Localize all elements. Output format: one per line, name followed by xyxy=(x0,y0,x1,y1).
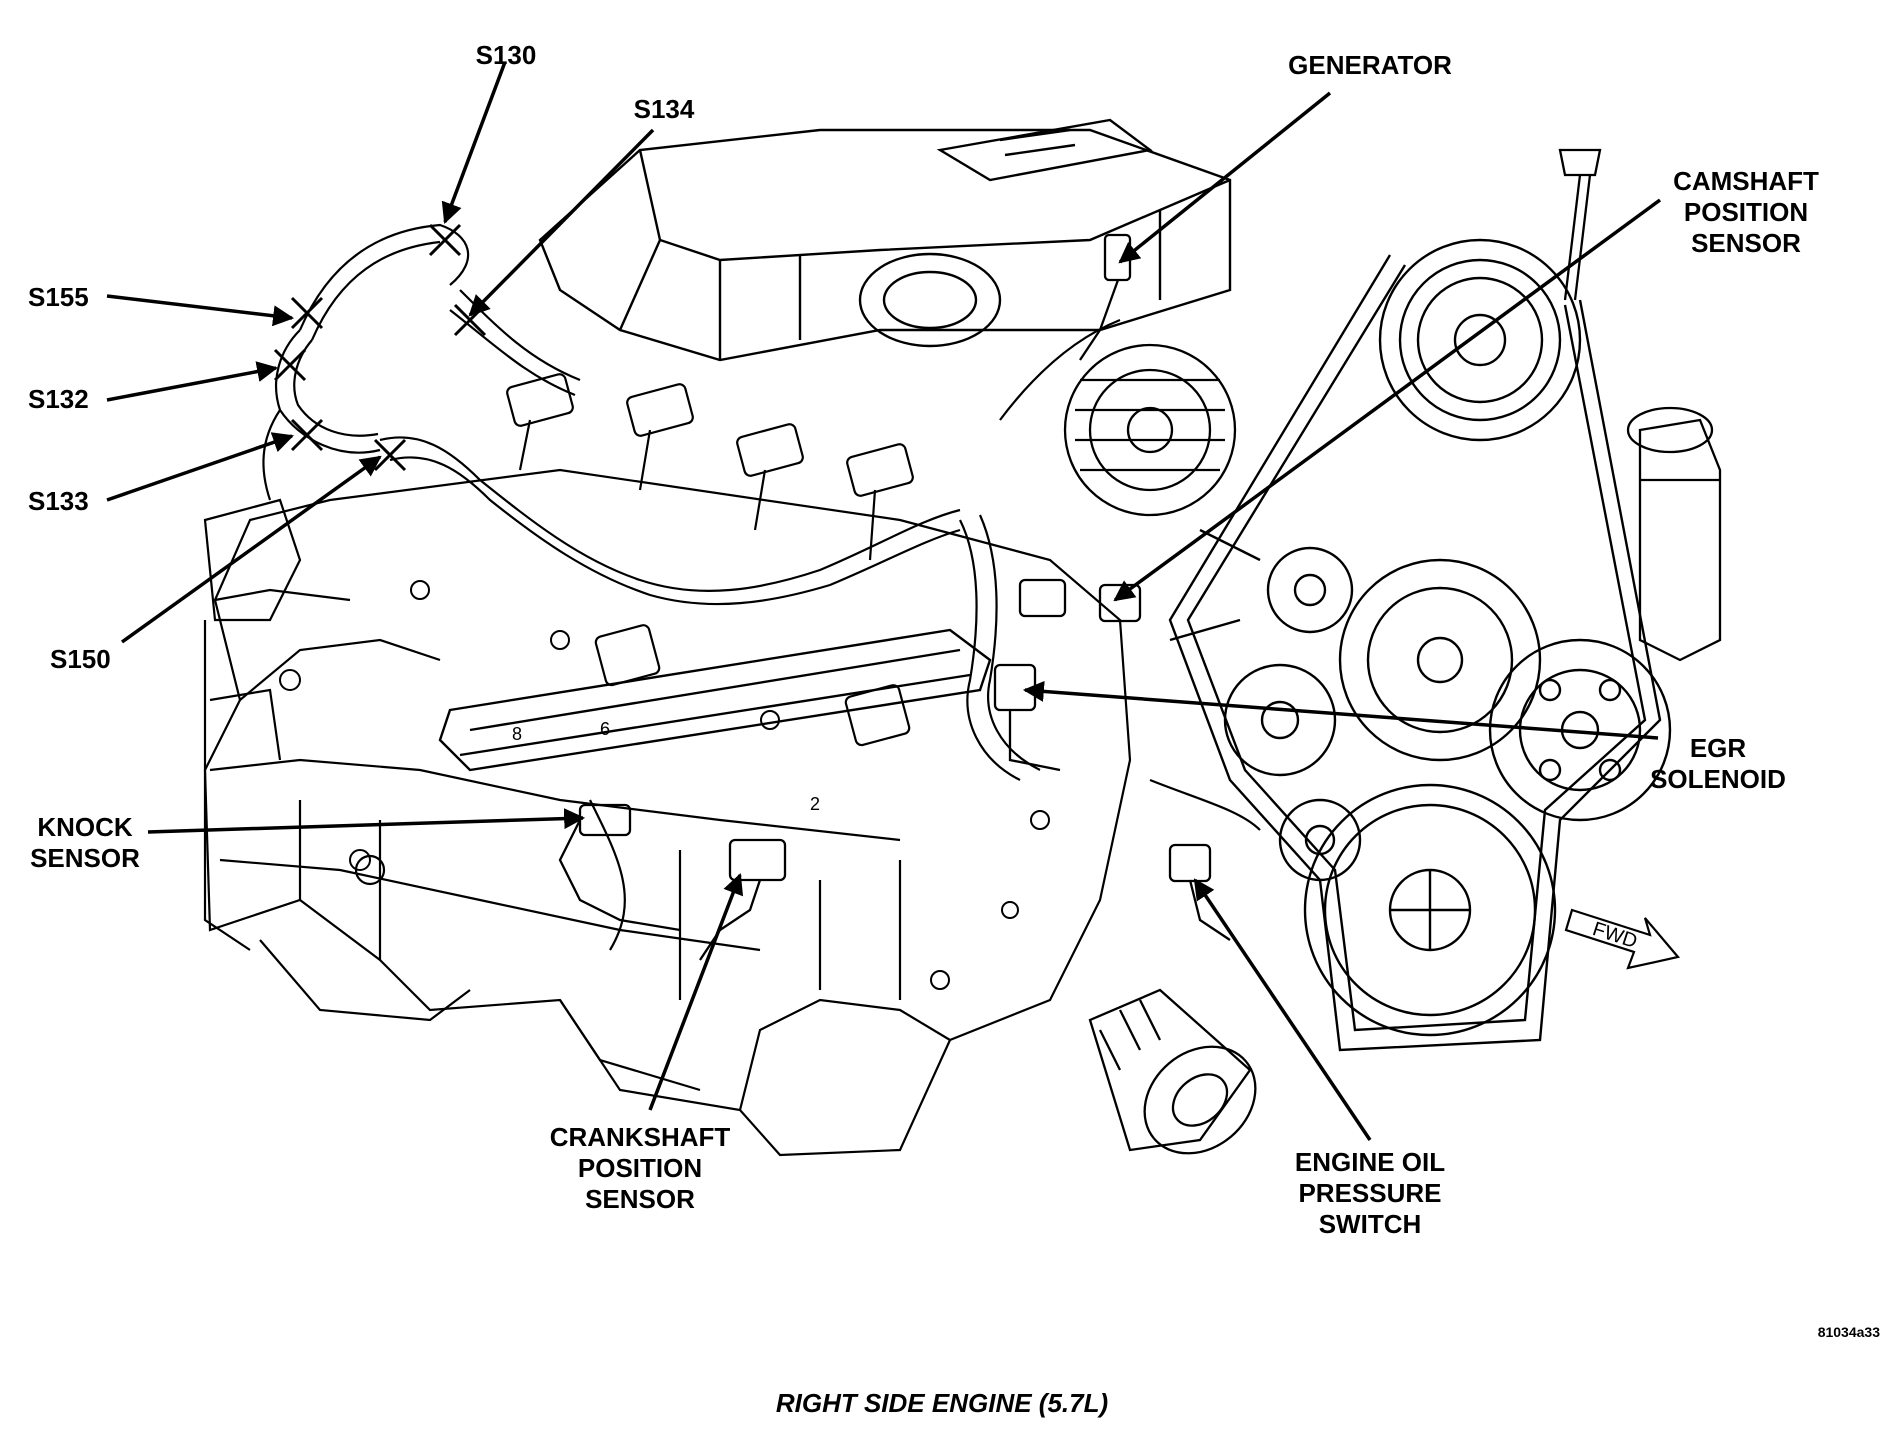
leader-egr xyxy=(1022,680,1659,740)
leader-s134 xyxy=(468,128,655,317)
svg-text:8: 8 xyxy=(512,724,522,744)
fwd-label: FWD xyxy=(1590,918,1640,953)
leader-s133 xyxy=(106,432,294,502)
callout-s155: S155 xyxy=(28,282,89,312)
fwd-marker: FWD xyxy=(1564,908,1681,970)
block-bolts xyxy=(279,580,1050,990)
generator-alternator xyxy=(1063,233,1237,517)
dipstick-reservoir xyxy=(1558,148,1722,662)
callout-camshaft-position-sensor: CAMSHAFT POSITION SENSOR xyxy=(1673,166,1819,258)
callout-egr-solenoid: EGR SOLENOID xyxy=(1650,733,1786,794)
svg-text:6: 6 xyxy=(600,719,610,739)
leader-crankshaft xyxy=(648,873,744,1111)
intake-manifold xyxy=(538,118,1232,362)
figure-code: 81034a33 xyxy=(1817,1324,1880,1340)
callout-generator: GENERATOR xyxy=(1288,50,1452,80)
leader-lines xyxy=(106,61,1662,1141)
leader-camshaft xyxy=(1113,198,1662,602)
oil-filter xyxy=(1088,988,1257,1155)
callout-crankshaft-position-sensor: CRANKSHAFT POSITION SENSOR xyxy=(549,1122,731,1214)
engine-block xyxy=(203,468,1132,1157)
callout-knock-sensor: KNOCK SENSOR xyxy=(30,812,140,873)
leader-knock xyxy=(147,808,586,834)
callout-s130: S130 xyxy=(475,40,537,70)
wiring-harness xyxy=(262,223,1261,951)
leader-generator xyxy=(1118,91,1332,264)
callout-s133: S133 xyxy=(28,486,89,516)
callout-s132: S132 xyxy=(28,384,89,414)
leader-s155 xyxy=(106,294,295,327)
leader-s130 xyxy=(441,61,507,224)
callout-engine-oil-pressure-switch: ENGINE OIL PRESSURE SWITCH xyxy=(1294,1147,1446,1239)
callout-s150: S150 xyxy=(50,644,111,674)
belt-drive xyxy=(1168,238,1672,1052)
callout-s134: S134 xyxy=(633,94,695,124)
sensor-connectors xyxy=(558,578,1231,961)
transmission xyxy=(203,498,386,951)
figure-caption: RIGHT SIDE ENGINE (5.7L) xyxy=(775,1388,1109,1418)
leader-s150 xyxy=(120,455,382,644)
splice-marks xyxy=(273,223,487,472)
leader-s132 xyxy=(106,361,279,402)
ignition-coils xyxy=(506,373,914,747)
leader-oil-pressure xyxy=(1193,878,1372,1141)
svg-text:2: 2 xyxy=(810,794,820,814)
